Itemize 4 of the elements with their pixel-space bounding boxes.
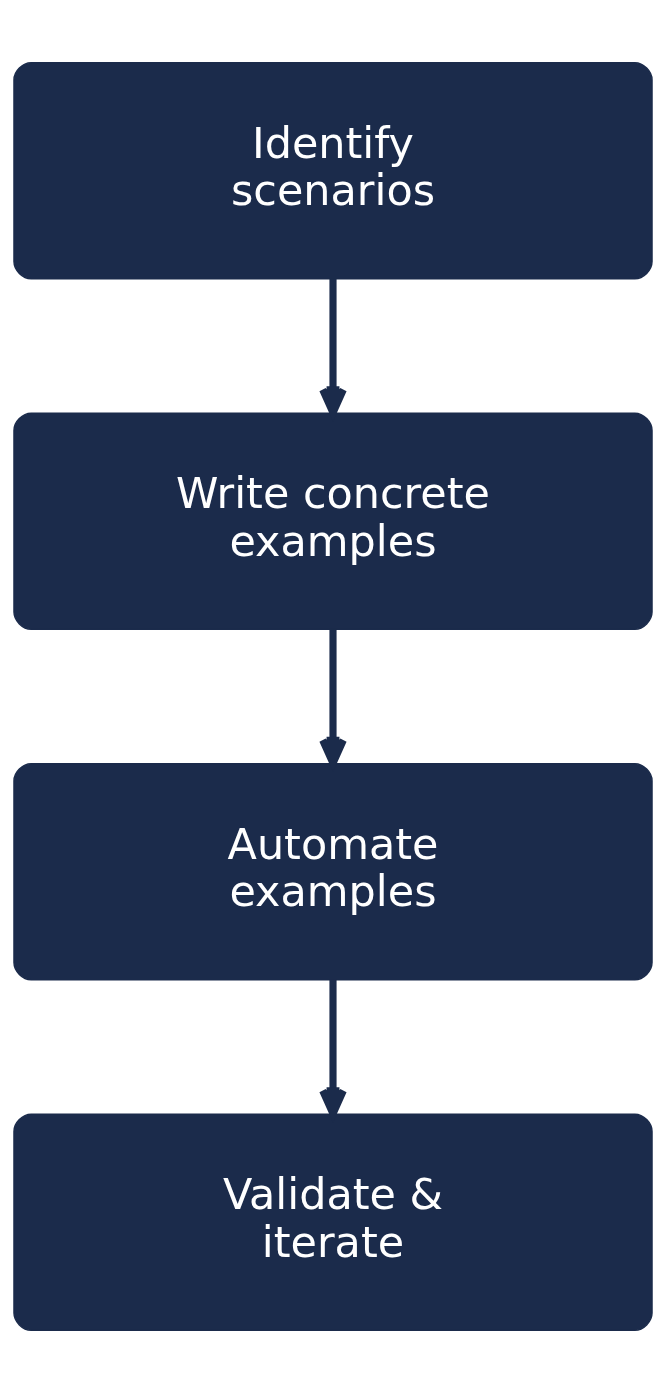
node-box: Write concrete examples xyxy=(13,412,653,630)
node-box: Automate examples xyxy=(13,762,653,980)
node-box: Validate & iterate xyxy=(13,1113,653,1331)
node-box: Identify scenarios xyxy=(13,61,653,279)
